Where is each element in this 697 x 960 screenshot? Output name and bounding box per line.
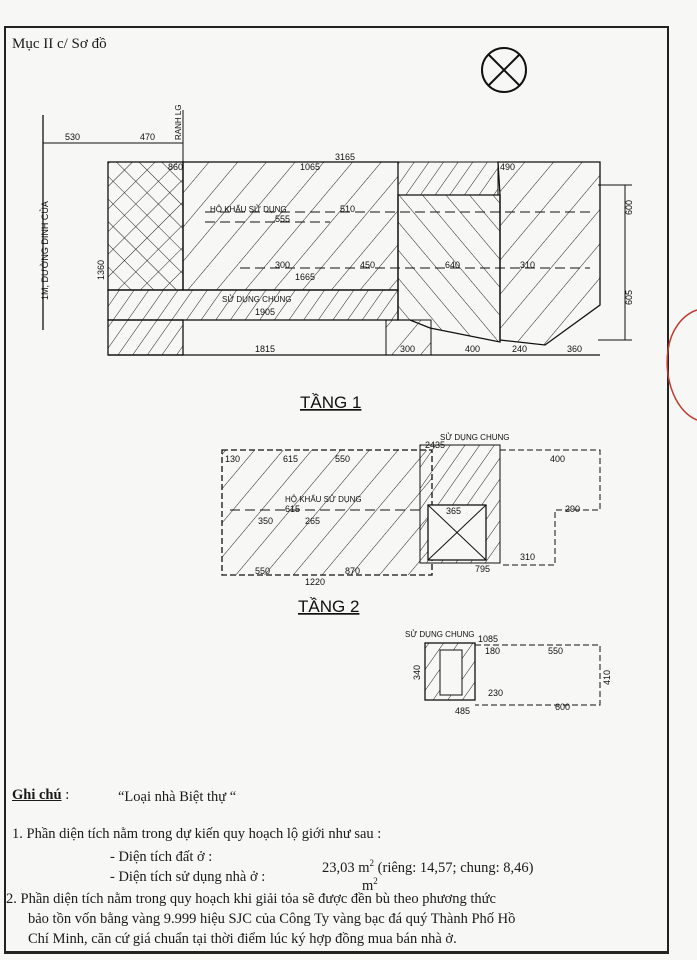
dim-label: 550 <box>335 454 350 464</box>
dim-label: 365 <box>446 506 461 516</box>
dim-label: 1360 <box>96 260 106 280</box>
dim-label: 265 <box>305 516 320 526</box>
dim-label: 3165 <box>335 152 355 162</box>
dim-label: 340 <box>412 665 422 680</box>
dim-label: 1665 <box>295 272 315 282</box>
dim-label: 410 <box>602 670 612 685</box>
private-use-label: HỘ KHẨU SỬ DỤNG <box>285 495 362 504</box>
dim-label: 860 <box>168 162 183 172</box>
boundary-label: RANH LG <box>174 104 183 140</box>
dim-label: 310 <box>520 552 535 562</box>
dim-label: 1085 <box>478 634 498 644</box>
shared-use-label: SỬ DỤNG CHUNG <box>440 433 510 442</box>
floor-2-label: TẦNG 2 <box>298 597 359 616</box>
dim-label: 350 <box>258 516 273 526</box>
north-compass-icon <box>481 47 527 93</box>
dim-label: 1905 <box>255 307 275 317</box>
dim-label: 130 <box>225 454 240 464</box>
dim-label: 640 <box>445 260 460 270</box>
note-item-1: 1. Phần diện tích nằm trong dự kiến quy … <box>12 826 382 842</box>
dim-label: 1065 <box>300 162 320 172</box>
notes-heading: Ghi chú : <box>12 787 70 803</box>
dim-label: 400 <box>550 454 565 464</box>
floor-2-plan: SỬ DỤNG CHUNG 2435 130 615 550 400 HỘ KH… <box>221 433 601 616</box>
land-area-value: 23,03 m2 (riêng: 14,57; chung: 8,46) <box>322 858 534 876</box>
dim-label: 300 <box>400 344 415 354</box>
private-use-label: HỘ KHẨU SỬ DỤNG <box>210 205 287 214</box>
use-area-label: - Diện tích sử dụng nhà ở : <box>110 869 266 885</box>
dim-label: 300 <box>275 260 290 270</box>
stamp-seal <box>666 309 697 421</box>
shared-use-label: SỬ DỤNG CHUNG <box>222 295 292 304</box>
dim-label: 360 <box>567 344 582 354</box>
dim-label: 230 <box>488 688 503 698</box>
dim-label: 490 <box>500 162 515 172</box>
dim-label: 290 <box>565 504 580 514</box>
floor-3-plan: SỬ DỤNG CHUNG 1085 180 550 340 410 230 4… <box>405 630 612 716</box>
dim-label: 600 <box>555 702 570 712</box>
dim-label: 310 <box>520 260 535 270</box>
house-type: “Loại nhà Biệt thự “ <box>118 789 237 805</box>
page-border <box>4 26 669 954</box>
dim-label: 485 <box>455 706 470 716</box>
dim-label: 550 <box>255 566 270 576</box>
dim-label: 550 <box>548 646 563 656</box>
dim-label: 555 <box>275 214 290 224</box>
note-item-2-line-3: Chí Minh, căn cứ giá chuẩn tại thời điểm… <box>28 931 457 947</box>
dim-label: 605 <box>624 290 634 305</box>
dim-label: 1220 <box>305 577 325 587</box>
dim-label: 240 <box>512 344 527 354</box>
dim-label: 1815 <box>255 344 275 354</box>
dim-label: 795 <box>475 564 490 574</box>
section-title: Mục II c/ Sơ đồ <box>12 36 107 52</box>
street-label: 1M, DƯỜNG DINH CỦA <box>39 201 50 300</box>
note-item-2: 2. Phần diện tích nằm trong quy hoạch kh… <box>6 891 496 907</box>
dim-label: 180 <box>485 646 500 656</box>
dim-label: 400 <box>465 344 480 354</box>
dim-label: 870 <box>345 566 360 576</box>
floor-1-label: TẦNG 1 <box>300 393 361 412</box>
shared-use-label: SỬ DỤNG CHUNG <box>405 630 475 639</box>
note-item-2-line-2: bảo tồn vốn bằng vàng 9.999 hiệu SJC của… <box>28 911 516 927</box>
dim-label: 615 <box>285 504 300 514</box>
dim-label: 600 <box>624 200 634 215</box>
dim-label: 450 <box>360 260 375 270</box>
floor-1-plan: 1M, DƯỜNG DINH CỦA RANH LG 530 470 3165 … <box>39 104 634 412</box>
dim-label: 2435 <box>425 440 445 450</box>
dim-label: 470 <box>140 132 155 142</box>
dim-label: 530 <box>65 132 80 142</box>
use-area-value: m2 <box>362 876 378 894</box>
dim-label: 510 <box>340 204 355 214</box>
dim-label: 615 <box>283 454 298 464</box>
land-area-label: - Diện tích đất ở : <box>110 849 213 865</box>
